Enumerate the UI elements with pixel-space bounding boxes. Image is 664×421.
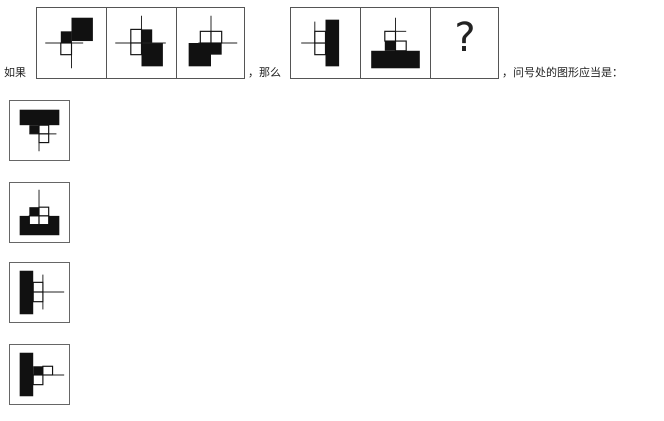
premise-figure-2: [106, 8, 176, 78]
premise-figure-3: [176, 8, 245, 78]
answer-option-a-glyph: [19, 109, 60, 152]
connector-then-text: ，那么: [248, 66, 281, 79]
premise-figure-1: [37, 8, 106, 78]
sequence-figure-2-glyph: [371, 17, 420, 69]
answer-option-d-glyph: [19, 352, 65, 397]
answer-option-b-glyph: [19, 189, 60, 236]
premise-strip: [36, 7, 245, 79]
unknown-figure-cell: ?: [430, 8, 499, 78]
premise-figure-2-glyph: [115, 15, 166, 67]
incomplete-strip: ?: [290, 7, 499, 79]
premise-figure-3-glyph: [188, 15, 238, 67]
sequence-figure-1: [291, 8, 360, 78]
question-mark: ?: [454, 15, 476, 61]
answer-option-c[interactable]: [9, 262, 70, 323]
answer-option-a[interactable]: [9, 100, 70, 161]
question-ask-text: ，问号处的图形应当是：: [502, 66, 623, 79]
sequence-figure-1-glyph: [301, 19, 340, 67]
sequence-figure-2: [360, 8, 430, 78]
answer-option-c-glyph: [19, 270, 65, 315]
answer-option-b[interactable]: [9, 182, 70, 243]
premise-figure-1-glyph: [45, 17, 93, 69]
prefix-if-text: 如果: [4, 66, 26, 79]
answer-option-d[interactable]: [9, 344, 70, 405]
